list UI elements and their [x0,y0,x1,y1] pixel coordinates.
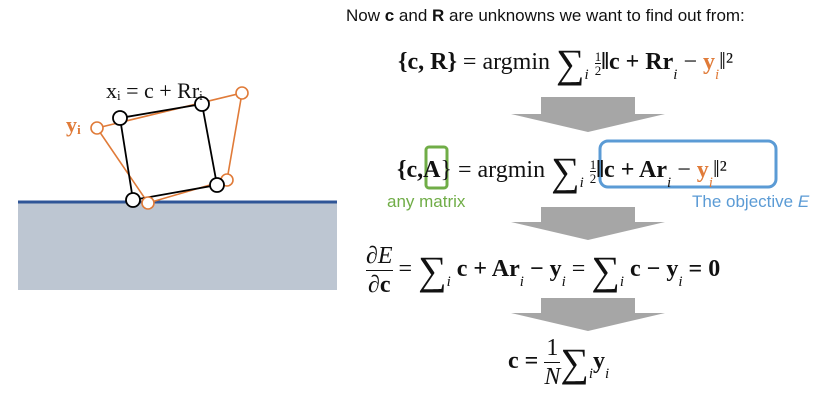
objective-note: The objective E [692,192,810,211]
ground [18,202,337,290]
observed-points [90,86,249,210]
matrix-highlight-box [424,145,449,190]
arrow-down-icon [511,207,665,240]
any-matrix-note: any matrix [387,192,466,211]
rigid-points [112,96,225,208]
down-arrows [511,97,665,331]
arrow-down-icon [511,97,665,132]
headline: Now c and R are unknowns we want to find… [346,6,745,25]
gradient-equation: ∂E∂c = ∑i c + Ari − yi = ∑i c − yi = 0 [366,243,721,298]
objective-highlight-box [598,139,778,189]
arrow-down-icon [511,298,665,331]
y-label: yᵢ [66,112,81,137]
x-label: xᵢ = c + Rrᵢ [106,78,203,103]
